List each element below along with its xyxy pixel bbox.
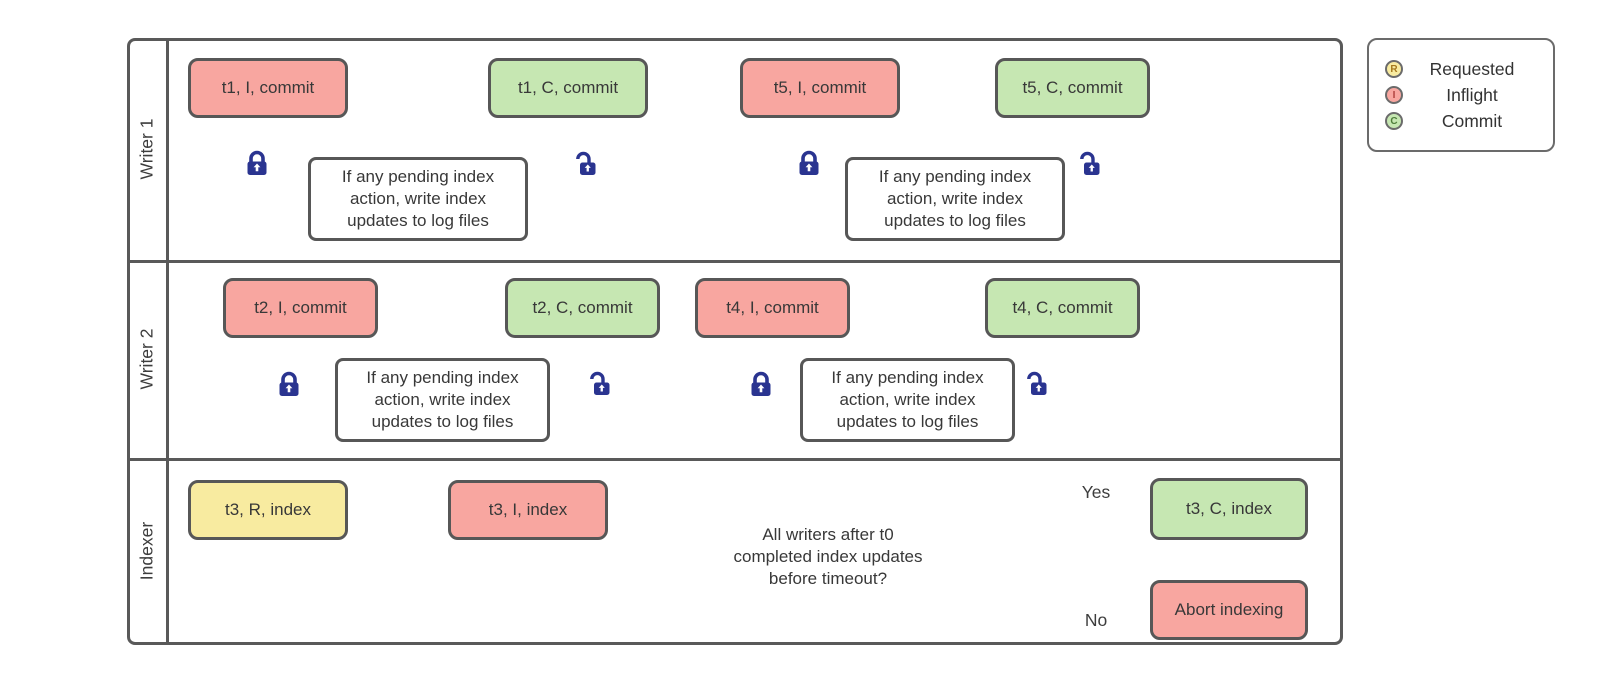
- requested-state-icon: R: [1385, 60, 1403, 78]
- node-abort-indexing: Abort indexing: [1150, 580, 1308, 640]
- node-t2-inflight: t2, I, commit: [223, 278, 378, 338]
- open-lock-icon: [590, 371, 610, 395]
- legend-label-commit: Commit: [1441, 110, 1503, 131]
- closed-lock-icon: [799, 150, 819, 175]
- commit-state-icon: C: [1385, 112, 1403, 130]
- node-t4-inflight: t4, I, commit: [695, 278, 850, 338]
- lane-divider-1: [128, 260, 1341, 263]
- legend-row-inflight: I Inflight: [1385, 85, 1541, 106]
- lane-label-writer2: Writer 2: [136, 328, 157, 390]
- node-t2-process: If any pending index action, write index…: [335, 358, 550, 442]
- legend-row-requested: R Requested: [1385, 59, 1541, 80]
- node-t4-commit: t4, C, commit: [985, 278, 1140, 338]
- legend: R Requested I Inflight C Commit: [1367, 38, 1555, 152]
- node-t1-commit: t1, C, commit: [488, 58, 648, 118]
- node-t4-process: If any pending index action, write index…: [800, 358, 1015, 442]
- open-lock-icon: [1080, 151, 1100, 175]
- legend-label-inflight: Inflight: [1446, 84, 1498, 105]
- node-t2-commit: t2, C, commit: [505, 278, 660, 338]
- node-t5-inflight: t5, I, commit: [740, 58, 900, 118]
- node-t1-process: If any pending index action, write index…: [308, 157, 528, 241]
- lane-label-indexer: Indexer: [136, 521, 157, 581]
- inflight-state-icon: I: [1385, 86, 1403, 104]
- swimlane-container: [127, 38, 1343, 645]
- node-t5-process: If any pending index action, write index…: [845, 157, 1065, 241]
- closed-lock-icon: [751, 371, 771, 396]
- lane-label-writer1: Writer 1: [136, 118, 157, 180]
- open-lock-icon: [1027, 371, 1047, 395]
- node-t3-requested: t3, R, index: [188, 480, 348, 540]
- node-t1-inflight: t1, I, commit: [188, 58, 348, 118]
- node-t5-commit: t5, C, commit: [995, 58, 1150, 118]
- lane-label-divider: [166, 40, 169, 643]
- closed-lock-icon: [279, 371, 299, 396]
- lane-divider-2: [128, 458, 1341, 461]
- node-t3-commit: t3, C, index: [1150, 478, 1308, 540]
- open-lock-icon: [576, 151, 596, 175]
- legend-label-requested: Requested: [1429, 58, 1515, 79]
- edge-label-yes: Yes: [1081, 482, 1111, 502]
- decision-label: All writers after t0 completed index upd…: [733, 524, 923, 589]
- node-t3-inflight: t3, I, index: [448, 480, 608, 540]
- legend-row-commit: C Commit: [1385, 111, 1541, 132]
- closed-lock-icon: [247, 150, 267, 175]
- edge-label-no: No: [1084, 610, 1108, 630]
